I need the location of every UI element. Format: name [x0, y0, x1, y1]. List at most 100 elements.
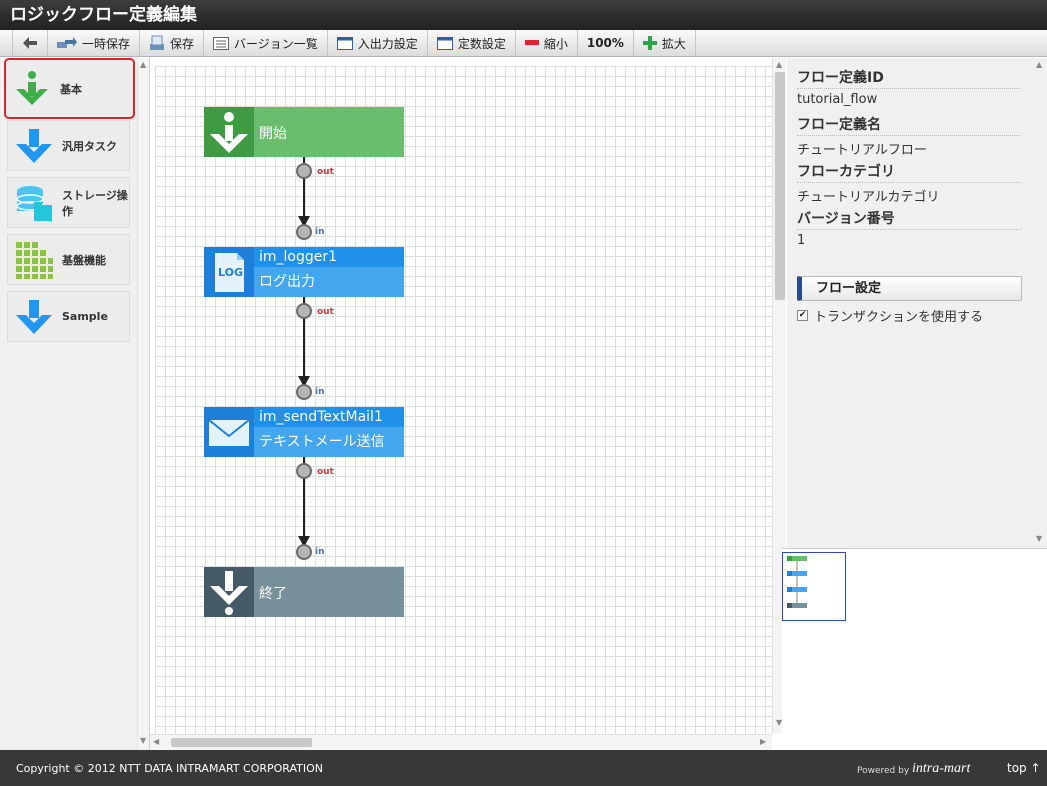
version-heading: バージョン番号: [797, 208, 1021, 230]
save-label: 保存: [170, 36, 195, 51]
palette-panel: 基本 汎用タスク ストレージ操作 基盤機能 Sample ▲ ▼: [0, 58, 150, 750]
info-arrow-icon: [210, 112, 248, 153]
flow-node-logger[interactable]: LOG im_logger1 ログ出力: [204, 247, 404, 297]
toolbar: 一時保存 保存 バージョン一覧 入出力設定 定数設定 縮小 100% 拡大: [0, 30, 1047, 57]
flow-id-heading: フロー定義ID: [797, 67, 1021, 89]
down-arrow-icon: [16, 128, 52, 163]
powered-by-text: Powered by: [857, 766, 910, 776]
scrollbar-thumb[interactable]: [775, 72, 785, 300]
temp-save-icon: [57, 37, 77, 48]
port-in[interactable]: [296, 224, 312, 240]
palette-item-basic[interactable]: 基本: [4, 58, 135, 119]
flow-node-end[interactable]: 終了: [204, 567, 404, 617]
list-icon: [213, 36, 230, 50]
copyright-text: Copyright © 2012 NTT DATA INTRAMART CORP…: [16, 762, 324, 775]
zoom-level-label: 100%: [586, 36, 624, 50]
node-icon: [204, 107, 254, 157]
window-icon: [436, 36, 453, 50]
scroll-down-icon[interactable]: ▼: [140, 736, 147, 745]
const-settings-button[interactable]: 定数設定: [428, 30, 516, 56]
footer: Copyright © 2012 NTT DATA INTRAMART CORP…: [0, 750, 1047, 786]
storage-icon: [16, 185, 52, 221]
scroll-right-icon[interactable]: ▶: [760, 737, 767, 746]
node-icon: [204, 567, 254, 617]
canvas-horizontal-scrollbar[interactable]: ◀ ▶: [150, 734, 772, 750]
palette-item-label: ストレージ操作: [62, 188, 128, 218]
zoom-in-button[interactable]: 拡大: [634, 30, 696, 56]
node-label: テキストメール送信: [259, 434, 385, 450]
back-to-top-link[interactable]: top ↑: [1007, 761, 1041, 775]
zoom-in-label: 拡大: [661, 36, 686, 51]
log-icon-text: LOG: [218, 266, 243, 279]
save-icon: [150, 35, 165, 50]
io-settings-button[interactable]: 入出力設定: [328, 30, 428, 56]
node-body: im_logger1 ログ出力: [254, 247, 404, 297]
flow-canvas[interactable]: 開始 LOG im_logger1 ログ出力 im_sendTextMail1 …: [155, 66, 772, 734]
node-header-bar: [254, 247, 404, 267]
palette-item-platform[interactable]: 基盤機能: [7, 234, 130, 285]
plus-icon: [642, 36, 657, 50]
palette-scrollbar[interactable]: ▲ ▼: [137, 58, 149, 750]
info-arrow-icon: [16, 70, 48, 105]
palette-item-sample[interactable]: Sample: [7, 291, 130, 342]
scroll-left-icon[interactable]: ◀: [153, 737, 160, 746]
down-arrow-icon: [16, 299, 52, 334]
temp-save-label: 一時保存: [82, 36, 131, 51]
scroll-up-icon[interactable]: ▲: [1036, 60, 1043, 69]
palette-item-label: 汎用タスク: [62, 139, 117, 153]
end-arrow-icon: [210, 571, 248, 615]
use-transaction-checkbox[interactable]: ✔: [797, 310, 808, 321]
scroll-down-icon[interactable]: ▼: [1036, 534, 1043, 543]
palette-item-label: 基盤機能: [62, 253, 106, 267]
port-out[interactable]: [296, 463, 312, 479]
zoom-out-label: 縮小: [543, 36, 568, 51]
log-document-icon: [215, 253, 244, 292]
intra-mart-logo: intra-mart: [912, 761, 971, 776]
port-out-label: out: [317, 167, 334, 177]
use-transaction-row[interactable]: ✔ トランザクションを使用する: [797, 306, 983, 325]
node-icon: [204, 407, 254, 457]
temp-save-button[interactable]: 一時保存: [48, 30, 141, 56]
minimap[interactable]: [782, 548, 1047, 750]
save-button[interactable]: 保存: [140, 30, 205, 56]
flow-node-start[interactable]: 開始: [204, 107, 404, 157]
minimap-viewport[interactable]: [782, 552, 846, 621]
node-body: 開始: [254, 107, 404, 157]
flow-node-send-mail[interactable]: im_sendTextMail1 テキストメール送信: [204, 407, 404, 457]
flow-settings-button[interactable]: フロー設定: [797, 276, 1022, 301]
node-id: im_sendTextMail1: [259, 409, 383, 425]
port-out[interactable]: [296, 303, 312, 319]
flow-id-value: tutorial_flow: [797, 92, 878, 107]
minus-icon: [524, 40, 539, 45]
scrollbar-thumb[interactable]: [171, 738, 312, 747]
const-settings-label: 定数設定: [457, 36, 506, 51]
scroll-up-icon[interactable]: ▲: [776, 60, 783, 69]
node-body: 終了: [254, 567, 404, 617]
version-list-button[interactable]: バージョン一覧: [204, 30, 328, 56]
version-list-label: バージョン一覧: [234, 36, 318, 51]
minimap-preview: [787, 556, 807, 608]
back-button[interactable]: [12, 30, 48, 56]
scroll-up-icon[interactable]: ▲: [140, 60, 147, 69]
palette-item-label: Sample: [62, 310, 108, 323]
port-in[interactable]: [296, 384, 312, 400]
zoom-level: 100%: [578, 30, 634, 56]
node-body: im_sendTextMail1 テキストメール送信: [254, 407, 404, 457]
properties-panel: フロー定義ID tutorial_flow フロー定義名 チュートリアルフロー …: [787, 58, 1047, 548]
port-out[interactable]: [296, 163, 312, 179]
zoom-out-button[interactable]: 縮小: [516, 30, 578, 56]
scroll-down-icon[interactable]: ▼: [776, 718, 783, 727]
palette-item-storage[interactable]: ストレージ操作: [7, 177, 130, 228]
flow-name-value: チュートリアルフロー: [797, 143, 927, 158]
node-id: im_logger1: [259, 249, 338, 265]
node-label: ログ出力: [259, 274, 315, 290]
properties-scrollbar[interactable]: ▲ ▼: [1033, 58, 1047, 548]
port-in-label: in: [315, 227, 325, 237]
grid-blocks-icon: [16, 241, 53, 279]
palette-item-general-task[interactable]: 汎用タスク: [7, 120, 130, 171]
port-in[interactable]: [296, 544, 312, 560]
connectors: [298, 157, 310, 547]
node-icon: LOG: [204, 247, 254, 297]
version-value: 1: [797, 233, 806, 248]
flow-name-heading: フロー定義名: [797, 114, 1021, 136]
